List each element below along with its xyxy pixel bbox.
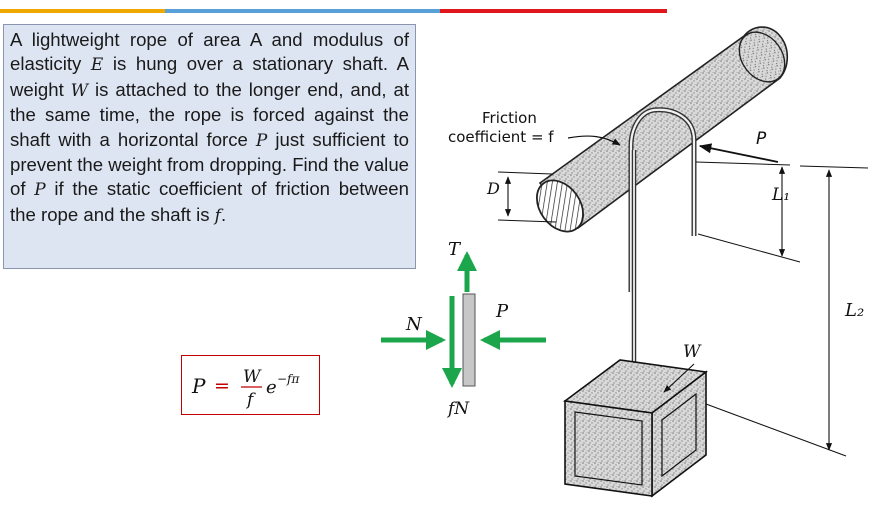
problem-symbol: P xyxy=(34,180,46,201)
answer-exponent: −fπ xyxy=(277,372,300,386)
friction-leader xyxy=(567,135,621,146)
top-bar-blue xyxy=(165,9,440,13)
problem-symbol: P xyxy=(255,130,268,151)
problem-text: just sufficient to prevent the weight fr… xyxy=(10,128,409,200)
problem-text: is attached to the longer end, and, at t… xyxy=(10,78,410,150)
force-label: P xyxy=(495,301,509,322)
problem-text: is hung over a stationary shaft. A weigh… xyxy=(10,53,410,100)
weight-box xyxy=(562,359,709,498)
shaft-end-cross-section xyxy=(536,179,584,233)
free-body-diagram: T N P fN xyxy=(381,239,546,419)
answer-lhs: P xyxy=(191,374,206,398)
shaft-end-far xyxy=(738,31,786,83)
answer-formula: P = W f e −fπ xyxy=(191,367,300,410)
answer-denominator: f xyxy=(245,390,256,410)
figure-p-label: P xyxy=(756,129,767,149)
problem-text: . xyxy=(220,203,227,225)
top-bar-red xyxy=(440,9,667,13)
friction-label: fN xyxy=(446,399,470,419)
problem-symbol: f xyxy=(214,205,221,226)
problem-symbol: W xyxy=(70,80,89,101)
answer-box xyxy=(181,355,320,415)
tension-label: T xyxy=(448,239,462,260)
answer-equals: = xyxy=(214,375,230,397)
l2-label: L₂ xyxy=(844,300,864,321)
normal-label: N xyxy=(405,314,423,335)
d-label: D xyxy=(486,179,500,198)
shaft-figure: Friction coefficient = f P D L₁ L₂ W xyxy=(448,26,869,498)
problem-text: A lightweight rope of area A and modulus… xyxy=(10,29,409,75)
problem-statement: A lightweight rope of area A and modulus… xyxy=(3,24,416,269)
problem-symbol: E xyxy=(90,55,104,76)
friction-label-line2: coefficient = f xyxy=(448,128,554,146)
answer-base: e xyxy=(266,377,277,398)
rope-segment xyxy=(462,293,476,387)
problem-text: if the static coefficient of friction be… xyxy=(10,178,409,225)
figure-p-arrow xyxy=(698,143,779,163)
answer-numerator: W xyxy=(243,367,262,387)
w-label: W xyxy=(683,342,702,362)
l1-label: L₁ xyxy=(771,185,790,205)
top-bar-orange xyxy=(0,9,165,13)
friction-label-line1: Friction xyxy=(482,109,537,127)
